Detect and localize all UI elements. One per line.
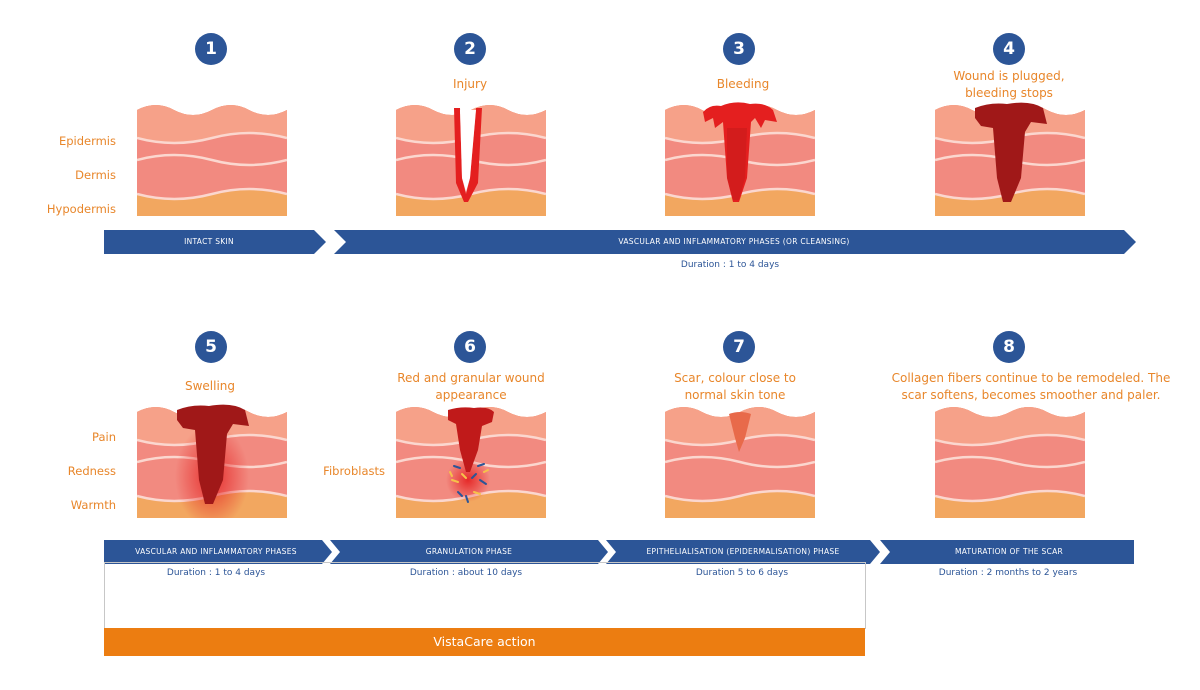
step-6-caption: Red and granular wound appearance <box>397 371 545 402</box>
step-4-number: 4 <box>993 33 1025 65</box>
row1-arrow-intact-skin <box>104 230 326 254</box>
vistacare-bracket <box>104 562 866 629</box>
row2-phase-epithelialisation: EPITHELIALISATION (EPIDERMALISATION) PHA… <box>646 547 840 556</box>
skin-plugged-illustration <box>935 102 1085 216</box>
fibroblasts-label: Fibroblasts <box>323 464 385 478</box>
skin-swelling-illustration <box>137 404 287 518</box>
dermis-label: Dermis <box>75 168 116 182</box>
step-2-number: 2 <box>454 33 486 65</box>
skin-granulation-illustration <box>396 407 546 518</box>
step-5-number: 5 <box>195 331 227 363</box>
step-2-caption: Injury <box>452 77 488 91</box>
step-1-number: 1 <box>195 33 227 65</box>
step-7-caption: Scar, colour close to normal skin tone <box>674 371 796 402</box>
hypodermis-label: Hypodermis <box>46 202 116 216</box>
row2-phase-vascular: VASCULAR AND INFLAMMATORY PHASES <box>135 547 297 556</box>
step-5-caption: Swelling <box>184 379 236 393</box>
row2-phase-maturation: MATURATION OF THE SCAR <box>954 547 1064 556</box>
step-8-caption: Collagen fibers continue to be remodeled… <box>891 371 1171 402</box>
skin-bleeding-illustration <box>665 102 815 216</box>
redness-label: Redness <box>67 464 116 478</box>
row1-arrow-vascular-cleansing <box>334 230 1136 254</box>
skin-mature-scar-illustration <box>935 407 1085 518</box>
skin-injury-illustration <box>396 105 546 216</box>
row2-phase-granulation: GRANULATION PHASE <box>425 547 513 556</box>
row1-phase-vascular-cleansing: VASCULAR AND INFLAMMATORY PHASES (OR CLE… <box>618 237 850 246</box>
step-6-number: 6 <box>454 331 486 363</box>
epidermis-label: Epidermis <box>58 134 116 148</box>
step-3-number: 3 <box>723 33 755 65</box>
step-7-number: 7 <box>723 331 755 363</box>
row2-duration-vascular: Duration : 1 to 4 days <box>166 568 266 578</box>
row2-duration-epithelialisation: Duration 5 to 6 days <box>695 568 789 578</box>
row1-duration-vascular: Duration : 1 to 4 days <box>680 260 780 270</box>
row1-phase-intact-skin: INTACT SKIN <box>184 237 234 246</box>
row2-arrow-maturation <box>880 540 1134 564</box>
row2-arrow-epithelialisation <box>606 540 880 564</box>
pain-label: Pain <box>92 430 116 444</box>
warmth-label: Warmth <box>70 498 116 512</box>
row2-arrow-vascular <box>104 540 332 564</box>
step-4-caption: Wound is plugged, bleeding stops <box>953 69 1065 100</box>
row2-duration-granulation: Duration : about 10 days <box>409 568 523 578</box>
row2-duration-maturation: Duration : 2 months to 2 years <box>938 568 1078 578</box>
skin-intact-illustration <box>137 105 287 216</box>
row2-arrow-granulation <box>330 540 608 564</box>
vistacare-action-bar: VistaCare action <box>104 628 865 656</box>
row2-arrows <box>104 540 1134 564</box>
skin-scar-illustration <box>665 407 815 518</box>
step-3-caption: Bleeding <box>716 77 770 91</box>
step-8-number: 8 <box>993 331 1025 363</box>
